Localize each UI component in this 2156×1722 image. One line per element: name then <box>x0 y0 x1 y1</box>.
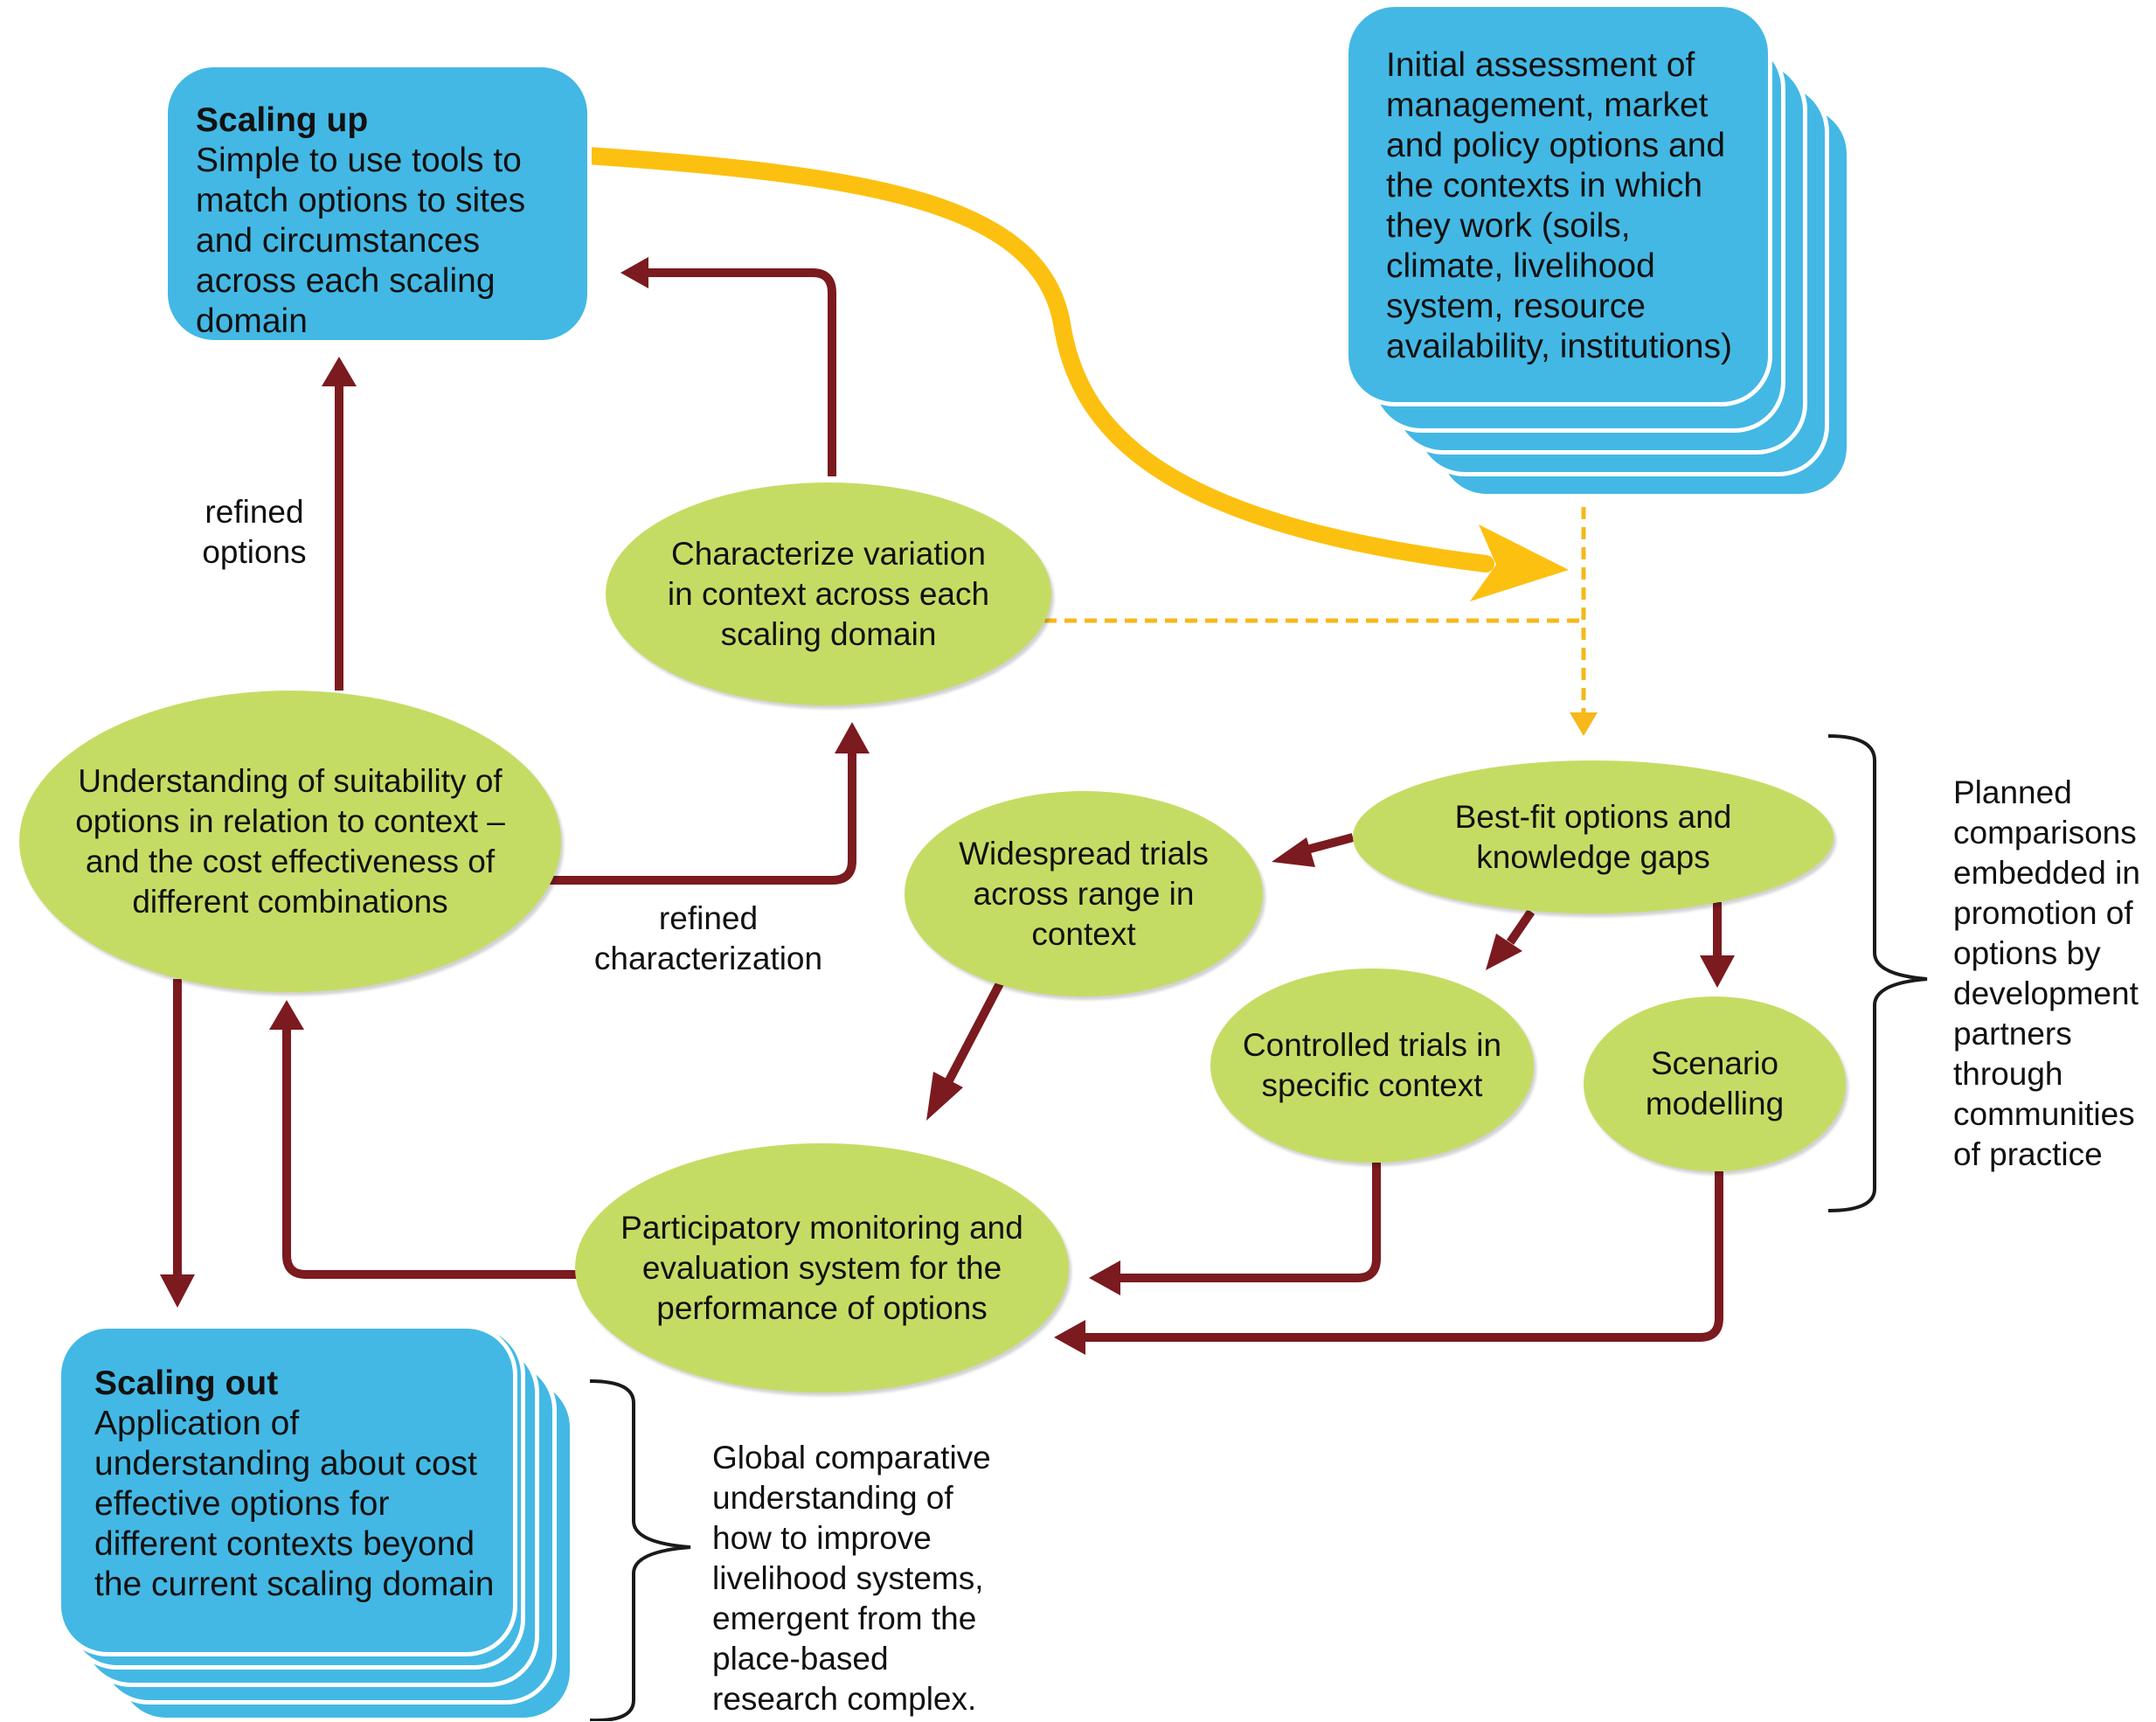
arrowhead-to-participatory-mid <box>1089 1260 1120 1295</box>
scaling-out-text: Application of understanding about cost … <box>94 1405 495 1603</box>
refined-options-label: refined options <box>189 492 320 573</box>
scaling-up-to-initial-curve <box>579 147 1494 573</box>
scaling-up-title: Scaling up <box>196 101 369 139</box>
yellow-arrowhead <box>1470 524 1569 601</box>
dashed-arrowhead <box>1570 712 1598 736</box>
planned-comparisons-label: Planned comparisons embedded in promotio… <box>1953 773 2153 1175</box>
participatory-node: Participatory monitoring and evaluation … <box>575 1143 1069 1392</box>
arrowhead-to-characterize <box>835 722 870 753</box>
best-fit-node: Best-fit options and knowledge gaps <box>1353 760 1834 913</box>
arrowhead-to-scaling-up-bottom <box>322 357 357 386</box>
participatory-to-understanding-line <box>282 1027 577 1279</box>
refined-characterization-text: refined characterization <box>593 900 823 976</box>
understanding-text: Understanding of suitability of options … <box>75 762 505 920</box>
understanding-to-characterize-line <box>542 752 856 885</box>
arrowhead-to-participatory-diag <box>926 1072 963 1121</box>
global-comparative-label: Global comparative understanding of how … <box>712 1438 1014 1719</box>
characterize-node: Characterize variation in context across… <box>606 483 1051 705</box>
arrowhead-to-controlled <box>1486 934 1522 970</box>
scaling-out-box: Scaling out Application of understanding… <box>57 1324 517 1656</box>
refined-characterization-label: refined characterization <box>584 899 833 979</box>
arrowhead-to-widespread <box>1272 837 1315 867</box>
arrowhead-to-participatory-low <box>1054 1320 1085 1355</box>
characterize-text: Characterize variation in context across… <box>667 535 990 652</box>
scenario-text: Scenario modelling <box>1645 1045 1785 1121</box>
understanding-node: Understanding of suitability of options … <box>19 691 561 992</box>
scaling-up-box: Scaling up Simple to use tools to match … <box>163 63 592 344</box>
controlled-node: Controlled trials in specific context <box>1210 969 1534 1163</box>
arrowhead-to-understanding <box>269 1000 304 1030</box>
arrowhead-to-scaling-up-side <box>620 257 648 288</box>
bestfit-to-controlled-line <box>1506 909 1536 945</box>
initial-assessment-text: Initial assessment of management, market… <box>1386 46 1732 365</box>
widespread-text: Widespread trials across range in contex… <box>959 835 1209 952</box>
scaling-up-text: Simple to use tools to match options to … <box>196 142 526 340</box>
scenario-node: Scenario modelling <box>1584 996 1846 1171</box>
bracket-planned-comparisons <box>1827 734 1928 1212</box>
controlled-text: Controlled trials in specific context <box>1242 1027 1502 1103</box>
controlled-to-participatory-line <box>1119 1163 1381 1282</box>
characterize-to-scaling-up-line <box>647 268 836 476</box>
widespread-node: Widespread trials across range in contex… <box>905 791 1263 996</box>
arrowhead-to-scenario <box>1700 955 1735 988</box>
global-comparative-text: Global comparative understanding of how … <box>712 1440 991 1717</box>
best-fit-text: Best-fit options and knowledge gaps <box>1454 798 1732 875</box>
scaling-out-title: Scaling out <box>94 1364 279 1402</box>
planned-comparisons-text: Planned comparisons embedded in promotio… <box>1953 774 2140 1172</box>
refined-options-text: refined options <box>202 494 307 570</box>
participatory-text: Participatory monitoring and evaluation … <box>620 1209 1023 1326</box>
scenario-to-participatory-line <box>1084 1171 1723 1342</box>
arrowhead-to-scaling-out <box>160 1274 195 1308</box>
initial-assessment-box: Initial assessment of management, market… <box>1344 3 1772 406</box>
bracket-global-comparative <box>589 1379 691 1721</box>
